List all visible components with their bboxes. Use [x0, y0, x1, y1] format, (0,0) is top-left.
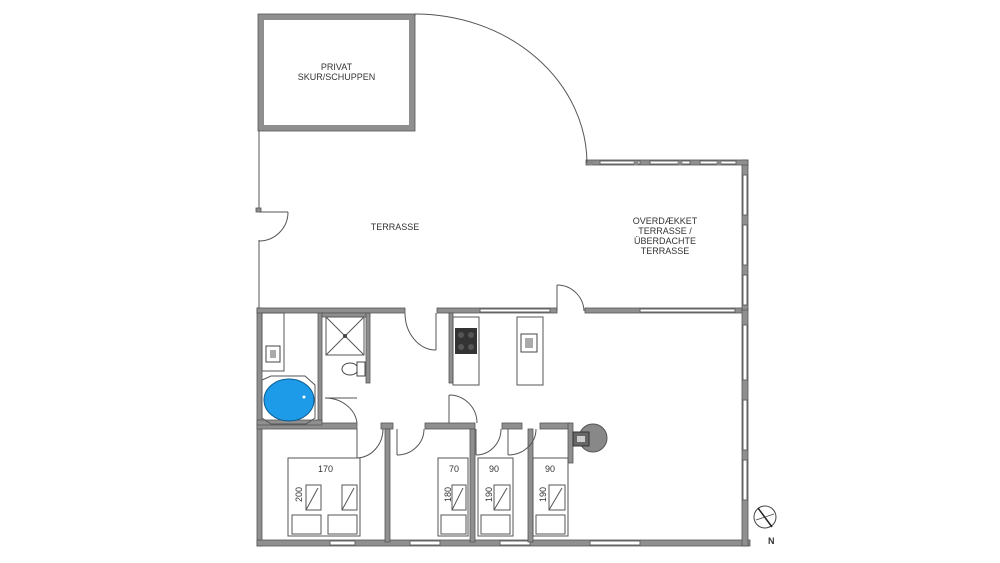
windows — [329, 160, 748, 546]
interior-doors — [324, 284, 585, 459]
shed — [257, 13, 416, 132]
stove-icon — [455, 328, 477, 354]
bed-3-length: 190 — [484, 487, 494, 502]
outer-walls — [256, 131, 751, 547]
kitchen — [452, 316, 544, 386]
covered-terrace-label: OVERDÆKKET TERRASSE / ÜBERDACHTE TERRASS… — [632, 216, 698, 256]
bathroom — [261, 312, 366, 425]
bed-3-width: 90 — [489, 464, 499, 474]
shower-tray — [325, 316, 365, 356]
compass-icon: N — [753, 505, 777, 546]
bed-4 — [532, 457, 569, 537]
bed-2 — [437, 457, 469, 537]
toilet-icon — [341, 362, 359, 376]
bed-1-length: 200 — [294, 487, 304, 502]
interior-walls — [256, 312, 574, 543]
terrace-gate — [255, 207, 289, 242]
terrace-door-swing — [414, 13, 588, 164]
shed-label: PRIVAT SKUR/SCHUPPEN — [297, 62, 376, 82]
bed-1 — [287, 457, 361, 537]
wood-stove-icon — [572, 423, 608, 453]
bed-4-length: 190 — [538, 487, 548, 502]
bed-1-width: 170 — [318, 464, 333, 474]
bathtub-icon — [263, 378, 315, 422]
bed-2-length: 180 — [443, 487, 453, 502]
bed-4-width: 90 — [545, 464, 555, 474]
compass-north-label: N — [768, 536, 775, 546]
bed-3 — [477, 457, 514, 537]
terrace-label: TERRASSE — [370, 222, 420, 232]
bed-2-width: 70 — [449, 464, 459, 474]
